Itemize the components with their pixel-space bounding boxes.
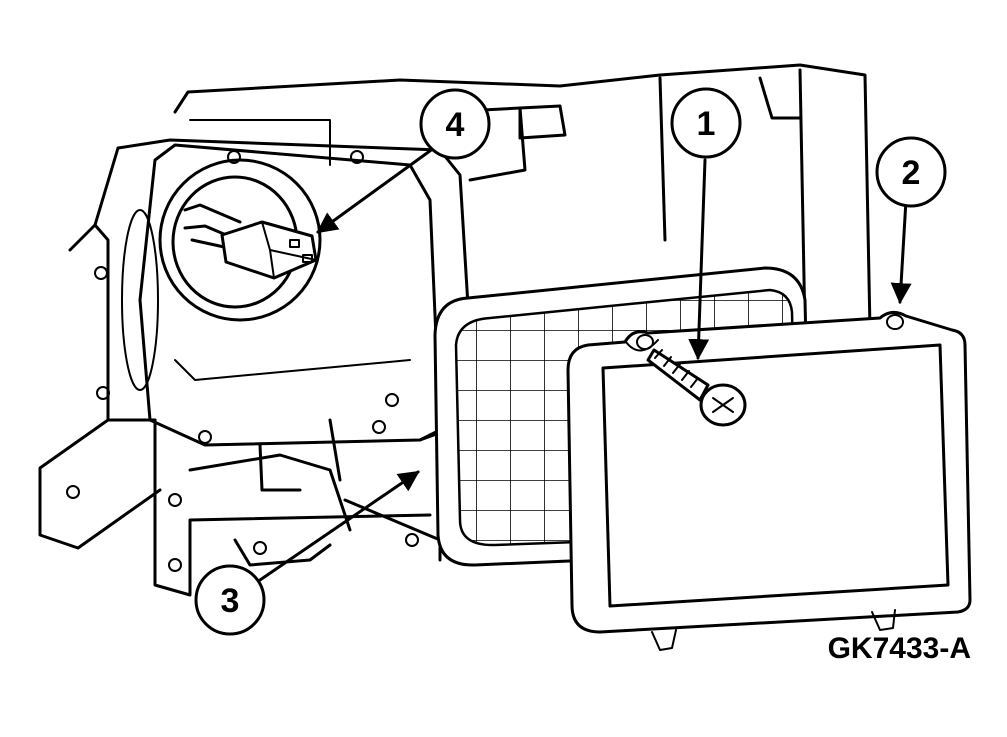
callout-1-label: 1 — [697, 105, 716, 143]
callout-4-label: 4 — [446, 106, 465, 144]
callout-1: 1 — [670, 87, 742, 159]
callout-2: 2 — [875, 136, 947, 208]
retaining-screw — [646, 348, 747, 427]
retaining-ring — [566, 311, 972, 651]
callout-2-label: 2 — [902, 154, 921, 192]
bulb-connector — [183, 203, 318, 280]
callout-3: 3 — [194, 564, 266, 636]
callout-3-label: 3 — [221, 582, 240, 620]
figure-id: GK7433-A — [827, 632, 971, 665]
callout-4: 4 — [419, 88, 491, 160]
leader-lines — [258, 138, 912, 582]
